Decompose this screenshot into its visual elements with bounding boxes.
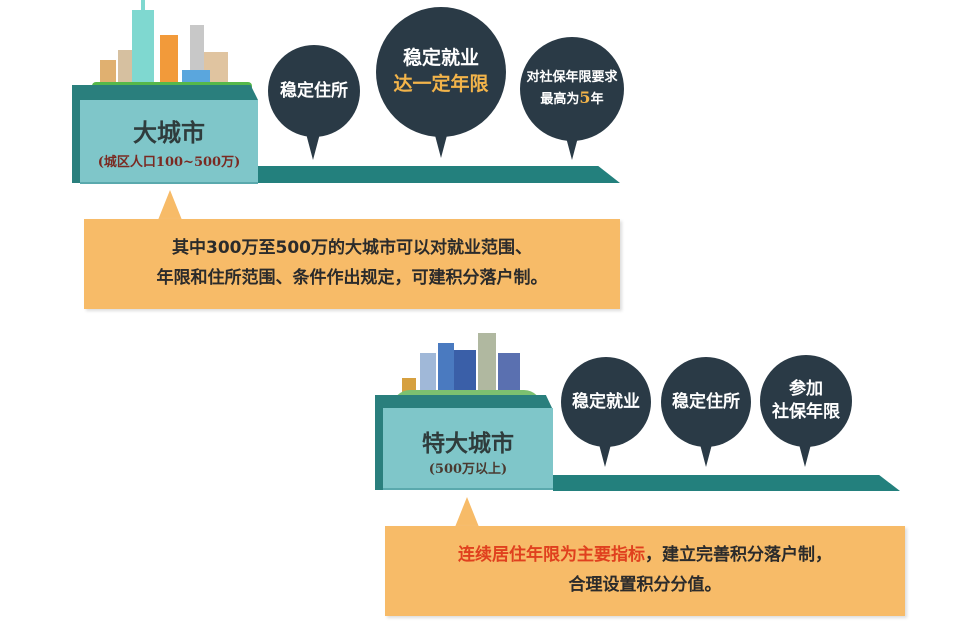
city-skyline-illustration	[92, 0, 252, 90]
block-top	[375, 395, 553, 410]
megacity-note: 连续居住年限为主要指标，建立完善积分落户制， 合理设置积分分值。	[385, 526, 905, 616]
bubble-social-security: 参加 社保年限	[760, 355, 852, 447]
large-city-note: 其中300万至500万的大城市可以对就业范围、 年限和住所范围、条件作出规定，可…	[84, 219, 620, 309]
timeline-bar	[258, 166, 620, 183]
megacity-title: 特大城市	[422, 430, 514, 457]
timeline-bar	[553, 475, 900, 491]
large-city-block	[80, 100, 258, 184]
bubble-social-security: 对社保年限要求 最高为5年	[520, 37, 624, 141]
large-city-title: 大城市	[133, 118, 205, 147]
megacity-block	[383, 408, 553, 490]
callout-pointer	[455, 497, 479, 527]
megacity-subtitle: (500万以上)	[428, 462, 508, 477]
callout-pointer	[158, 190, 182, 220]
bubble-stable-residence: 稳定住所	[661, 357, 751, 447]
block-side	[375, 395, 385, 490]
bubble-stable-employment: 稳定就业 达一定年限	[376, 7, 506, 137]
block-side	[72, 85, 82, 183]
block-top	[72, 85, 258, 100]
bubble-stable-residence: 稳定住所	[268, 45, 360, 137]
bubble-stable-employment: 稳定就业	[561, 357, 651, 447]
large-city-subtitle: (城区人口100~500万)	[97, 155, 241, 170]
